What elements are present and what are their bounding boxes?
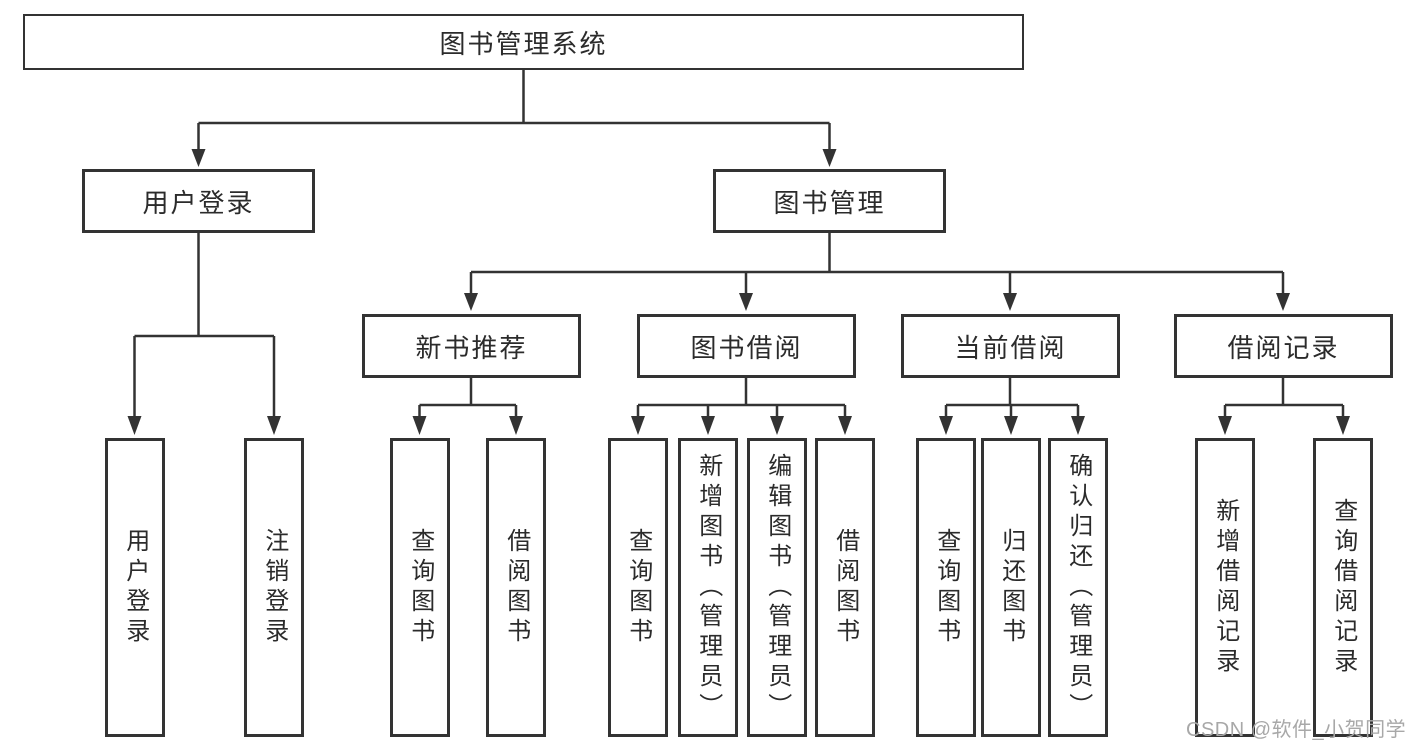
node-root-label: 图书管理系统 (439, 28, 608, 59)
leaf-query-borrow-record: 查询借阅记录 (1313, 438, 1373, 737)
edge-current-borrow-split (939, 378, 1085, 435)
leaf-logout: 注销登录 (244, 438, 304, 737)
leaf-borrow-query: 查询图书 (608, 438, 668, 737)
edge-user-login-split (127, 233, 281, 435)
node-root: 图书管理系统 (23, 14, 1024, 70)
leaf-return-book: 归还图书 (981, 438, 1041, 737)
leaf-borrow-book: 借阅图书 (815, 438, 875, 737)
leaf-return-book-label: 归还图书 (997, 527, 1025, 648)
node-borrow-records-label: 借阅记录 (1227, 332, 1340, 363)
leaf-add-book-admin-label: 新增图书（管理员） (694, 452, 722, 723)
leaf-edit-book-admin: 编辑图书（管理员） (747, 438, 807, 737)
node-book-borrow-label: 图书借阅 (690, 332, 803, 363)
leaf-current-query: 查询图书 (916, 438, 976, 737)
edge-book-borrow-split (631, 378, 852, 435)
node-user-login: 用户登录 (82, 169, 315, 233)
leaf-add-borrow-record: 新增借阅记录 (1195, 438, 1255, 737)
node-book-mgmt-label: 图书管理 (773, 187, 886, 218)
leaf-newbook-query: 查询图书 (390, 438, 450, 737)
leaf-current-query-label: 查询图书 (932, 527, 960, 648)
leaf-user-login-label: 用户登录 (121, 527, 149, 648)
node-borrow-records: 借阅记录 (1174, 314, 1393, 378)
leaf-newbook-borrow-label: 借阅图书 (502, 527, 530, 648)
edge-book-mgmt-split (464, 233, 1290, 311)
node-book-borrow: 图书借阅 (637, 314, 856, 378)
edge-new-book-split (412, 378, 523, 435)
leaf-user-login: 用户登录 (105, 438, 165, 737)
edge-root-split (191, 70, 837, 167)
leaf-logout-label: 注销登录 (260, 527, 288, 648)
node-user-login-label: 用户登录 (142, 187, 255, 218)
node-book-mgmt: 图书管理 (713, 169, 946, 233)
leaf-borrow-book-label: 借阅图书 (831, 527, 859, 648)
leaf-confirm-return-admin-label: 确认归还（管理员） (1064, 452, 1092, 723)
leaf-newbook-borrow: 借阅图书 (486, 438, 546, 737)
leaf-add-book-admin: 新增图书（管理员） (678, 438, 738, 737)
leaf-borrow-query-label: 查询图书 (624, 527, 652, 648)
leaf-add-borrow-record-label: 新增借阅记录 (1211, 497, 1239, 678)
leaf-edit-book-admin-label: 编辑图书（管理员） (763, 452, 791, 723)
node-new-book-recommend-label: 新书推荐 (415, 332, 528, 363)
leaf-confirm-return-admin: 确认归还（管理员） (1048, 438, 1108, 737)
node-new-book-recommend: 新书推荐 (362, 314, 581, 378)
leaf-newbook-query-label: 查询图书 (406, 527, 434, 648)
node-current-borrow: 当前借阅 (901, 314, 1120, 378)
csdn-watermark: CSDN @软件_小贺同学 (1186, 719, 1405, 741)
edge-borrow-record-split (1218, 378, 1350, 435)
leaf-query-borrow-record-label: 查询借阅记录 (1329, 497, 1357, 678)
node-current-borrow-label: 当前借阅 (954, 332, 1067, 363)
